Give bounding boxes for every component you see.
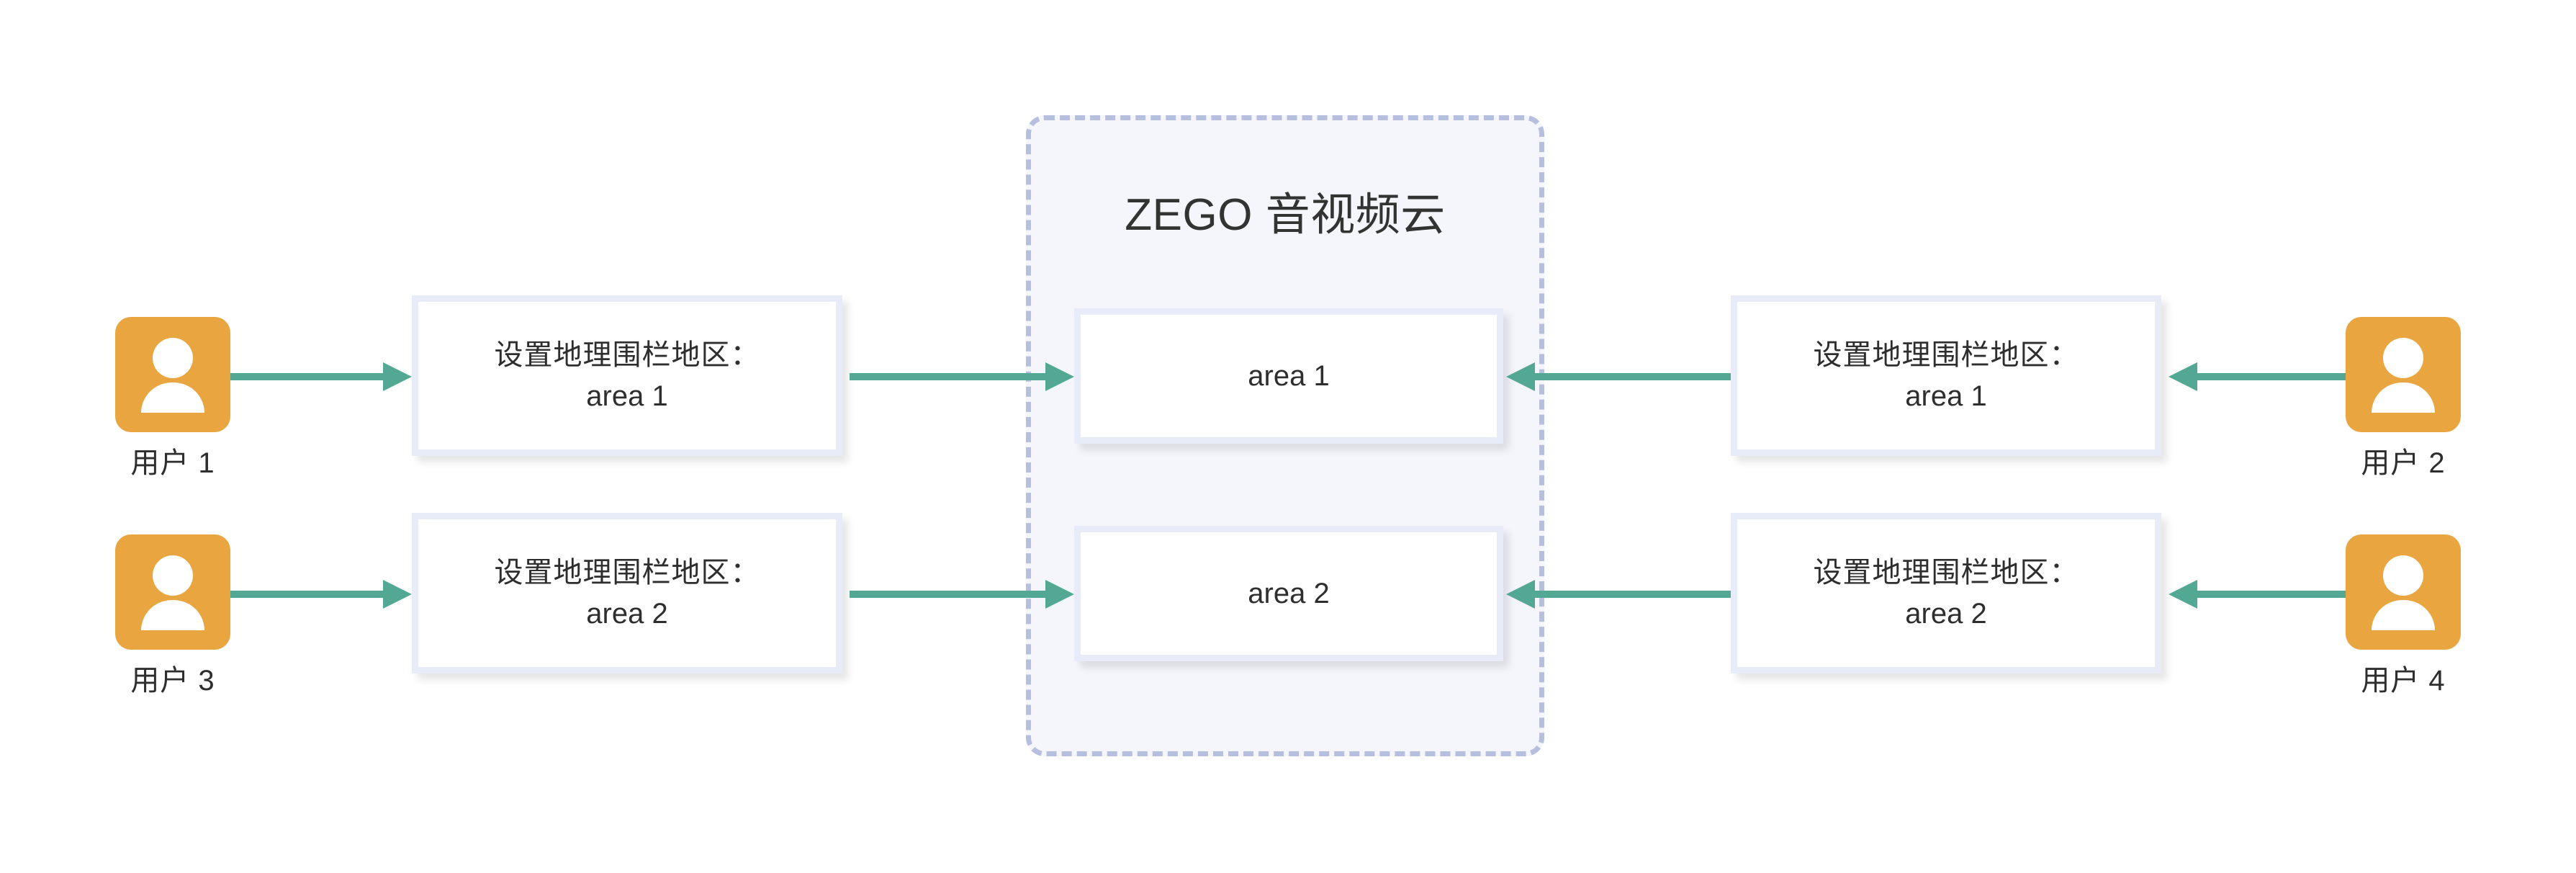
arrow-user2-to-card — [2169, 362, 2346, 391]
geofence-card-right-2: 设置地理围栏地区： area 2 — [1731, 513, 2161, 673]
geofence-card-left-1: 设置地理围栏地区： area 1 — [412, 295, 842, 456]
arrow-card-to-area-1-right — [1503, 362, 1731, 391]
user-avatar-icon — [2346, 534, 2461, 650]
user-avatar-label-1: 用户 1 — [130, 447, 215, 479]
geofence-card-right-1-line2: area 1 — [1905, 380, 1987, 412]
geofence-card-left-1-line1: 设置地理围栏地区： — [494, 339, 760, 371]
user-avatar-icon — [2346, 317, 2461, 432]
geofence-card-right-1: 设置地理围栏地区： area 1 — [1731, 295, 2161, 456]
user-avatar-4: 用户 4 — [2346, 534, 2461, 697]
geofence-card-left-2: 设置地理围栏地区： area 2 — [412, 513, 842, 673]
user-avatar-icon — [115, 317, 230, 432]
user-avatar-icon — [115, 534, 230, 650]
user-avatar-label-3: 用户 3 — [130, 665, 215, 697]
geofence-card-left-1-line2: area 1 — [586, 380, 668, 412]
arrow-card-to-area-1 — [850, 362, 1074, 391]
geofence-card-right-2-line1: 设置地理围栏地区： — [1813, 556, 2079, 588]
user-avatar-3: 用户 3 — [115, 534, 230, 697]
user-avatar-1: 用户 1 — [115, 317, 230, 479]
user-avatar-label-4: 用户 4 — [2361, 665, 2446, 697]
arrow-card-to-area-2-right — [1503, 580, 1731, 609]
geofence-card-left-2-line1: 设置地理围栏地区： — [494, 556, 760, 588]
geofence-card-right-1-line1: 设置地理围栏地区： — [1813, 339, 2079, 371]
geofence-card-left-2-line2: area 2 — [586, 597, 668, 630]
user-avatar-2: 用户 2 — [2346, 317, 2461, 479]
area-card-2-label: area 2 — [1248, 577, 1330, 609]
arrow-user4-to-card — [2169, 580, 2346, 609]
area-card-2: area 2 — [1074, 526, 1503, 661]
arrow-card-to-area-2 — [850, 580, 1074, 609]
geofence-card-right-2-line2: area 2 — [1905, 597, 1987, 630]
arrow-user3-to-card — [230, 580, 412, 609]
area-card-1: area 1 — [1074, 308, 1503, 444]
zego-cloud-title: ZEGO 音视频云 — [1125, 190, 1446, 240]
arrow-user1-to-card — [230, 362, 412, 391]
area-card-1-label: area 1 — [1248, 359, 1330, 392]
user-avatar-label-2: 用户 2 — [2361, 447, 2446, 479]
